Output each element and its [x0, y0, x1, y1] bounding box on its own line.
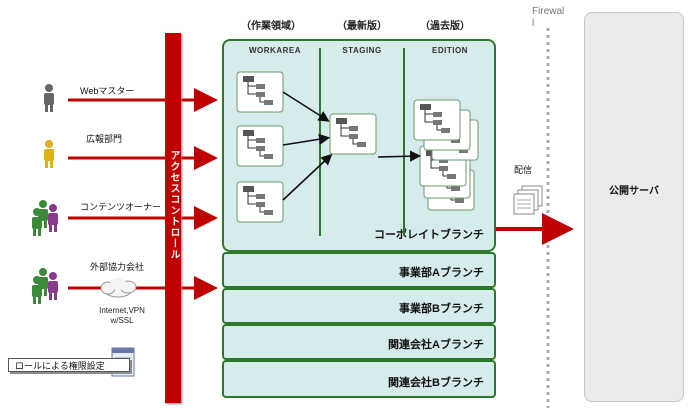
zone-header-workarea: WORKAREA	[249, 46, 301, 55]
user-label-partner: 外部協力会社	[90, 262, 145, 272]
branch-label: 関連会社Bブランチ	[388, 377, 484, 389]
firewall-mark: l	[532, 18, 535, 29]
branch-affiliate-b: 関連会社Bブランチ	[222, 360, 496, 398]
deliver-docs-icon	[513, 185, 543, 215]
owner-group-icon	[32, 200, 58, 236]
partner-group-icon	[32, 268, 58, 304]
deliver-label: 配信	[514, 165, 533, 175]
branch-affiliate-a: 関連会社Aブランチ	[222, 324, 496, 360]
network-label-line1: Internet,VPN	[99, 306, 145, 315]
branch-division-a: 事業部Aブランチ	[222, 252, 496, 288]
branch-division-b: 事業部Bブランチ	[222, 288, 496, 324]
network-label-line2: w/SSL	[110, 316, 134, 325]
zone-header-staging: STAGING	[342, 46, 382, 55]
branch-label: 関連会社Aブランチ	[388, 339, 484, 351]
branch-label: 事業部Bブランチ	[399, 303, 484, 315]
column-header-past: （過去版）	[420, 21, 470, 32]
column-header-latest: （最新版）	[337, 21, 387, 32]
webmaster-person-icon	[44, 84, 54, 112]
zone-header-edition: EDITION	[432, 46, 468, 55]
public-server-label: 公開サーバ	[609, 186, 659, 197]
role-setting-label: ロールによる権限設定	[8, 358, 130, 372]
branch-label: 事業部Aブランチ	[399, 267, 484, 279]
firewall-label: Firewal	[532, 6, 565, 17]
pr-person-icon	[44, 140, 54, 168]
network-label: Internet,VPN w/SSL	[82, 306, 162, 326]
user-label-webmaster: Webマスター	[80, 86, 135, 96]
access-control-bar	[165, 33, 181, 403]
public-server-panel	[584, 12, 684, 402]
branch-label: コーポレイトブランチ	[374, 229, 484, 241]
user-label-pr: 広報部門	[86, 134, 123, 144]
access-control-label: アクセスコントロール	[168, 150, 179, 260]
internet-cloud-icon	[100, 278, 137, 298]
column-header-work: （作業領域）	[241, 21, 301, 32]
user-label-owner: コンテンツオーナー	[80, 202, 162, 212]
